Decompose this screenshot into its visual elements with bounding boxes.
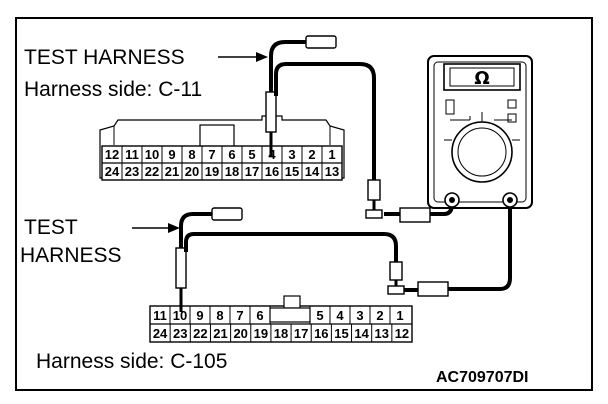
c105-pin-3: 3 bbox=[356, 308, 363, 323]
c105-pin-4: 4 bbox=[336, 308, 344, 323]
test-lead-lower bbox=[184, 200, 512, 297]
c11-pin-19: 19 bbox=[205, 164, 219, 179]
c105-pin-18: 18 bbox=[274, 326, 288, 341]
ohmmeter-dial bbox=[451, 121, 513, 183]
connector-c105-key bbox=[283, 295, 301, 309]
ohmmeter: Ω bbox=[427, 55, 533, 209]
c11-pin-7: 7 bbox=[208, 147, 215, 162]
c11-pin-23: 23 bbox=[125, 164, 139, 179]
c11-pin-6: 6 bbox=[228, 147, 235, 162]
c11-pin-5: 5 bbox=[248, 147, 255, 162]
c11-pin-15: 15 bbox=[285, 164, 299, 179]
figure-code: AC709707DI bbox=[436, 369, 529, 386]
c105-pin-12: 12 bbox=[395, 326, 409, 341]
c11-pin-12: 12 bbox=[105, 147, 119, 162]
c105-pin-22: 22 bbox=[193, 326, 207, 341]
connector-c11-latch bbox=[199, 124, 235, 148]
c105-pin-8: 8 bbox=[216, 308, 223, 323]
c105-pin-1: 1 bbox=[396, 308, 403, 323]
c11-pin-16: 16 bbox=[265, 164, 279, 179]
c105-pin-11: 11 bbox=[153, 308, 167, 323]
c11-pin-17: 17 bbox=[245, 164, 259, 179]
c11-pin-9: 9 bbox=[168, 147, 175, 162]
test-harness-2-sleeve bbox=[211, 207, 243, 221]
ohmmeter-button-right-top bbox=[507, 99, 517, 109]
c105-pin-7: 7 bbox=[236, 308, 243, 323]
c11-pin-2: 2 bbox=[308, 147, 315, 162]
connector-c11: 121110987654321242322212019181716151413 bbox=[99, 115, 345, 181]
c105-pin-13: 13 bbox=[375, 326, 389, 341]
test-harness-label-2-line1: TEST bbox=[24, 216, 78, 239]
c11-pin-24: 24 bbox=[105, 164, 120, 179]
c11-pin-18: 18 bbox=[225, 164, 239, 179]
c105-pin-5: 5 bbox=[316, 308, 323, 323]
c105-pin-23: 23 bbox=[173, 326, 187, 341]
c105-pin-20: 20 bbox=[233, 326, 247, 341]
c11-pin-1: 1 bbox=[328, 147, 335, 162]
c105-pin-16: 16 bbox=[314, 326, 328, 341]
c11-pin-13: 13 bbox=[325, 164, 339, 179]
ohmmeter-button-right-bottom bbox=[507, 113, 517, 123]
test-harness-arrow-1 bbox=[218, 52, 268, 62]
c11-pin-21: 21 bbox=[165, 164, 179, 179]
harness-side-label-c11: Harness side: C-11 bbox=[24, 78, 202, 101]
c11-pin-20: 20 bbox=[185, 164, 199, 179]
c11-pin-8: 8 bbox=[188, 147, 195, 162]
c11-pin-22: 22 bbox=[145, 164, 159, 179]
c105-pin-21: 21 bbox=[213, 326, 227, 341]
c105-pin-9: 9 bbox=[196, 308, 203, 323]
diagram-frame bbox=[15, 17, 593, 391]
test-harness-2 bbox=[175, 207, 243, 312]
c105-pin-10: 10 bbox=[173, 308, 187, 323]
c11-pin-3: 3 bbox=[288, 147, 295, 162]
c11-pin-11: 11 bbox=[125, 147, 139, 162]
c105-pin-17: 17 bbox=[294, 326, 308, 341]
c11-pin-14: 14 bbox=[305, 164, 320, 179]
test-harness-label-2-line2: HARNESS bbox=[20, 244, 122, 267]
c105-pin-14: 14 bbox=[354, 326, 369, 341]
c105-pin-15: 15 bbox=[334, 326, 348, 341]
c105-pin-19: 19 bbox=[254, 326, 268, 341]
ohmmeter-button-left bbox=[445, 99, 455, 115]
c105-pin-24: 24 bbox=[153, 326, 168, 341]
ohm-symbol: Ω bbox=[474, 68, 489, 89]
c105-pin-6: 6 bbox=[256, 308, 263, 323]
test-harness-arrow-2 bbox=[132, 223, 180, 233]
test-harness-label-1: TEST HARNESS bbox=[24, 46, 185, 69]
harness-side-label-c105: Harness side: C-105 bbox=[36, 350, 227, 373]
test-harness-1 bbox=[265, 35, 337, 156]
c105-pin-2: 2 bbox=[376, 308, 383, 323]
c11-pin-10: 10 bbox=[145, 147, 159, 162]
test-harness-1-sleeve bbox=[305, 35, 337, 49]
connector-c105-center-cell bbox=[269, 307, 311, 323]
